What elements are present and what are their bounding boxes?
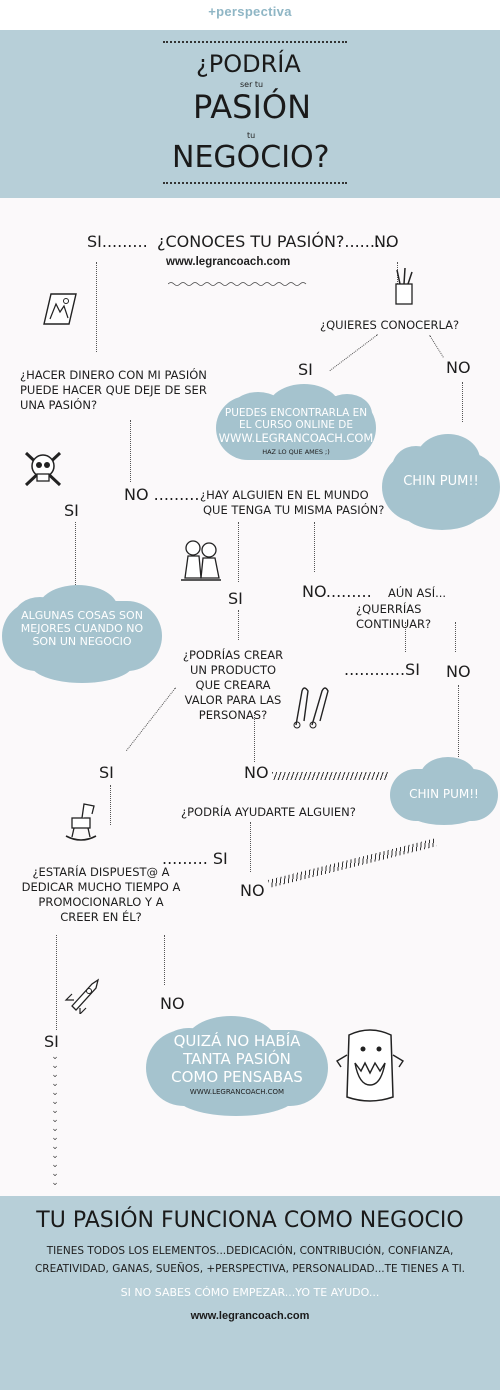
cloud-chin-pum-2: CHIN PUM!!: [390, 757, 500, 827]
connector-line: [455, 622, 456, 652]
answer-no-ayudarte: NO: [240, 881, 265, 900]
question-alguien-line-1: ¿HAY ALGUIEN EN EL MUNDO: [200, 488, 369, 502]
connector-line: [405, 622, 406, 652]
question-dispuest: ¿ESTARÍA DISPUEST@ A DEDICAR MUCHO TIEMP…: [21, 865, 181, 924]
cloud-chin-pum-1: CHIN PUM!!: [382, 430, 500, 530]
connector-line: [397, 262, 398, 302]
connector-line: [75, 522, 76, 587]
cloud-curso-online: PUEDES ENCONTRARLA EN EL CURSO ONLINE DE…: [210, 382, 382, 468]
skull-crossbones-icon: [22, 447, 64, 489]
answer-no-alguien: NO .........: [124, 485, 200, 504]
question-ayudarte: ¿PODRÍA AYUDARTE ALGUIEN?: [181, 805, 356, 819]
question-aun-asi: AÚN ASÍ...: [388, 586, 447, 600]
pencil-cup-icon: [392, 266, 416, 306]
answer-no-dispuest: NO: [160, 994, 185, 1013]
brand-label: +perspectiva: [208, 4, 292, 19]
picture-frame-icon: [42, 292, 78, 326]
cloud-quiza-line-3: COMO PENSABAS: [171, 1068, 303, 1086]
question-crear-producto: ¿PODRÍAS CREAR UN PRODUCTO QUE CREARA VA…: [182, 648, 284, 722]
header-line-ser-tu: ser tu: [240, 80, 264, 89]
header-line-podria: ¿PODRÍA: [196, 50, 301, 78]
cloud-quiza-line-1: QUIZÁ NO HABÍA: [173, 1032, 301, 1050]
connector-line: [164, 935, 165, 985]
question-conoces-pasion: ¿CONOCES TU PASIÓN?.........: [157, 232, 391, 251]
cloud-quiza: QUIZÁ NO HABÍA TANTA PASIÓN COMO PENSABA…: [146, 1016, 328, 1116]
header-line-tu: tu: [247, 131, 256, 140]
connector-line: [314, 522, 315, 572]
arrow-chain: ⌄⌄⌄⌄⌄⌄⌄⌄⌄⌄⌄⌄⌄⌄⌄: [51, 1052, 59, 1188]
rocking-horse-icon: [64, 800, 98, 842]
cloud-chin-pum-1-text: CHIN PUM!!: [403, 474, 479, 489]
cloud-quiza-line-2: TANTA PASIÓN: [183, 1050, 291, 1068]
cloud-quiza-website[interactable]: WWW.LEGRANCOACH.COM: [189, 1088, 285, 1096]
header-top-divider: [163, 41, 347, 43]
connector-line: [272, 772, 388, 780]
answer-si-top: SI.........: [87, 232, 148, 251]
wavy-underline: [167, 271, 308, 286]
rocket-icon: [62, 978, 102, 1016]
safety-pins-icon: [288, 685, 334, 729]
answer-si-alguien: SI: [228, 589, 243, 608]
answer-si-continuar: ............SI: [344, 660, 420, 679]
footer-website[interactable]: www.legrancoach.com: [190, 1310, 310, 1322]
connector-line: [56, 935, 57, 1030]
cloud-chin-pum-2-text: CHIN PUM!!: [409, 787, 479, 801]
website-link[interactable]: www.legrancoach.com: [166, 256, 291, 268]
connector-line: [458, 685, 459, 757]
connector-line: [250, 822, 251, 872]
cloud-algunas-cosas-text: ALGUNAS COSAS SON MEJORES CUANDO NO SON …: [20, 609, 144, 648]
answer-si-crear: SI: [99, 763, 114, 782]
header-panel: ¿PODRÍA ser tu PASIÓN tu NEGOCIO?: [0, 30, 500, 198]
footer-panel: TU PASIÓN FUNCIONA COMO NEGOCIO TIENES T…: [0, 1196, 500, 1390]
cloud-curso-tagline: HAZ LO QUE AMES ;): [262, 448, 330, 456]
answer-no-crear: NO: [244, 763, 269, 782]
connector-line: [130, 420, 131, 482]
cloud-curso-website[interactable]: WWW.LEGRANCOACH.COM: [218, 431, 374, 445]
answer-si-dispuest: SI: [44, 1032, 59, 1051]
friends-icon: [179, 538, 223, 582]
question-querrias-continuar: ¿QUERRÍAS CONTINUAR?: [356, 602, 432, 631]
question-alguien-line-2: QUE TENGA TU MISMA PASIÓN?: [203, 503, 385, 517]
cloud-curso-line-1: PUEDES ENCONTRARLA EN: [224, 407, 368, 419]
header-line-pasion: PASIÓN: [193, 88, 312, 126]
answer-si-dinero: SI: [64, 501, 79, 520]
answer-si-ayudarte: ......... SI: [162, 849, 228, 868]
answer-no-aun-asi: NO.........: [302, 582, 372, 601]
monster-icon: [335, 1025, 405, 1105]
footer-title: TU PASIÓN FUNCIONA COMO NEGOCIO: [36, 1208, 464, 1233]
answer-no-conocerla: NO: [446, 358, 471, 377]
answer-si-conocerla: SI: [298, 360, 313, 379]
cloud-algunas-cosas: ALGUNAS COSAS SON MEJORES CUANDO NO SON …: [2, 585, 162, 683]
connector-line: [238, 522, 239, 582]
answer-no-top: NO: [374, 232, 399, 251]
question-quieres-conocerla: ¿QUIERES CONOCERLA?: [320, 318, 460, 332]
footer-line-2: CREATIVIDAD, GANAS, SUEÑOS, +PERSPECTIVA…: [34, 1263, 466, 1275]
answer-no-continuar: NO: [446, 662, 471, 681]
connector-line: [238, 610, 239, 640]
question-hacer-dinero: ¿HACER DINERO CON MI PASIÓN PUEDE HACER …: [20, 368, 207, 412]
footer-cta: SI NO SABES CÓMO EMPEZAR...YO TE AYUDO..…: [120, 1286, 380, 1299]
header-bottom-divider: [163, 182, 347, 184]
header-line-negocio: NEGOCIO?: [172, 140, 330, 175]
footer-line-1: TIENES TODOS LOS ELEMENTOS...DEDICACIÓN,…: [46, 1245, 454, 1257]
connector-line: [96, 262, 97, 352]
connector-line: [110, 785, 111, 825]
cloud-curso-line-2: EL CURSO ONLINE DE: [238, 419, 353, 431]
connector-line: [462, 382, 463, 422]
connector-line: [254, 712, 255, 762]
